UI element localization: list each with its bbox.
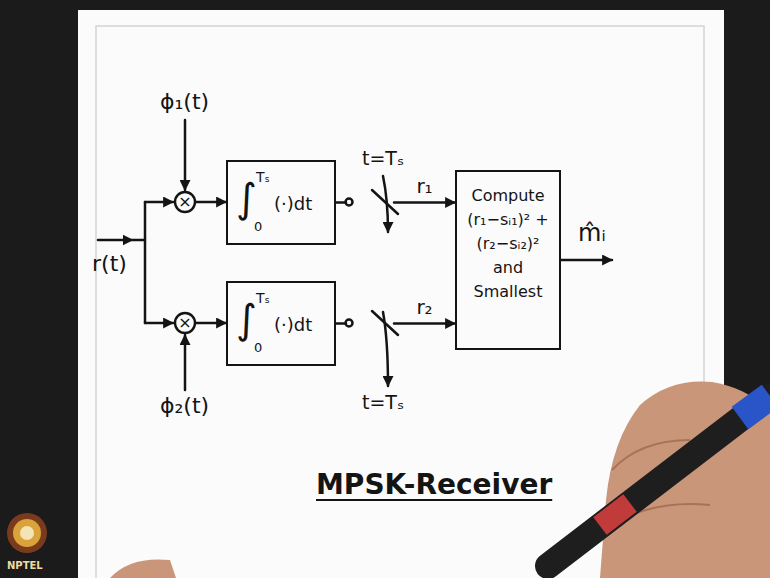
- integral-text: ∫: [236, 178, 257, 218]
- basis-label: ϕ₁(t): [160, 90, 209, 114]
- decision-box: Compute (r₁−sᵢ₁)² + (r₂−sᵢ₂)² and Smalle…: [455, 170, 561, 350]
- output-label: m̂ᵢ: [578, 220, 606, 246]
- multiply-sign: ×: [174, 312, 196, 334]
- branch-wire: [145, 201, 173, 204]
- multiplier-circle: [175, 313, 195, 333]
- basis-wire: [184, 120, 187, 190]
- signal-label: r₁: [414, 175, 434, 197]
- decision-text: Compute (r₁−sᵢ₁)² + (r₂−sᵢ₂)² and Smalle…: [457, 172, 559, 316]
- integral-text: Tₛ: [256, 291, 270, 305]
- signal-connector: [336, 201, 455, 204]
- nptel-logo: [7, 513, 47, 553]
- signal-label: r(t): [92, 252, 127, 276]
- diagram-title: MPSK-Receiver: [316, 470, 552, 501]
- signal-label: r₂: [414, 296, 434, 318]
- input-wire: [98, 239, 128, 242]
- sampling-arrow: [383, 176, 388, 232]
- output-wire: [561, 259, 612, 262]
- logo-text: NPTEL: [7, 560, 43, 571]
- logo-core: [20, 526, 34, 540]
- marker-band: [600, 503, 630, 526]
- multiplier-node: ×: [174, 312, 196, 334]
- input-wire: [126, 239, 145, 242]
- integral-text: (·)dt: [274, 195, 312, 213]
- logo-ring: [13, 519, 41, 547]
- signal-connector: [336, 322, 455, 325]
- sampling-arrow: [383, 312, 388, 386]
- multiplier-node: ×: [174, 191, 196, 213]
- sampling-label: t=Tₛ: [362, 148, 404, 169]
- integral-text: 0: [254, 220, 262, 233]
- marker-cap: [740, 396, 770, 418]
- integrator-box: ∫Tₛ 0 (·)dt: [226, 160, 336, 245]
- sampling-label: t=Tₛ: [362, 392, 404, 413]
- branch-wire: [145, 322, 173, 325]
- marker-pen: [548, 396, 770, 566]
- integral-text: Tₛ: [256, 170, 270, 184]
- signal-connector: [196, 322, 226, 325]
- integral-text: 0: [254, 341, 262, 354]
- multiply-sign: ×: [174, 191, 196, 213]
- basis-wire: [184, 335, 187, 390]
- basis-label: ϕ₂(t): [160, 394, 209, 418]
- integrator-box: ∫Tₛ 0 (·)dt: [226, 281, 336, 366]
- hand: [600, 381, 770, 578]
- signal-connector: [196, 201, 226, 204]
- hand-illustration: [110, 381, 770, 578]
- split-wire: [144, 202, 147, 323]
- multiplier-circle: [175, 192, 195, 212]
- integral-text: (·)dt: [274, 316, 312, 334]
- integral-text: ∫: [236, 299, 257, 339]
- logo-ring: [7, 513, 47, 553]
- hand: [110, 559, 176, 578]
